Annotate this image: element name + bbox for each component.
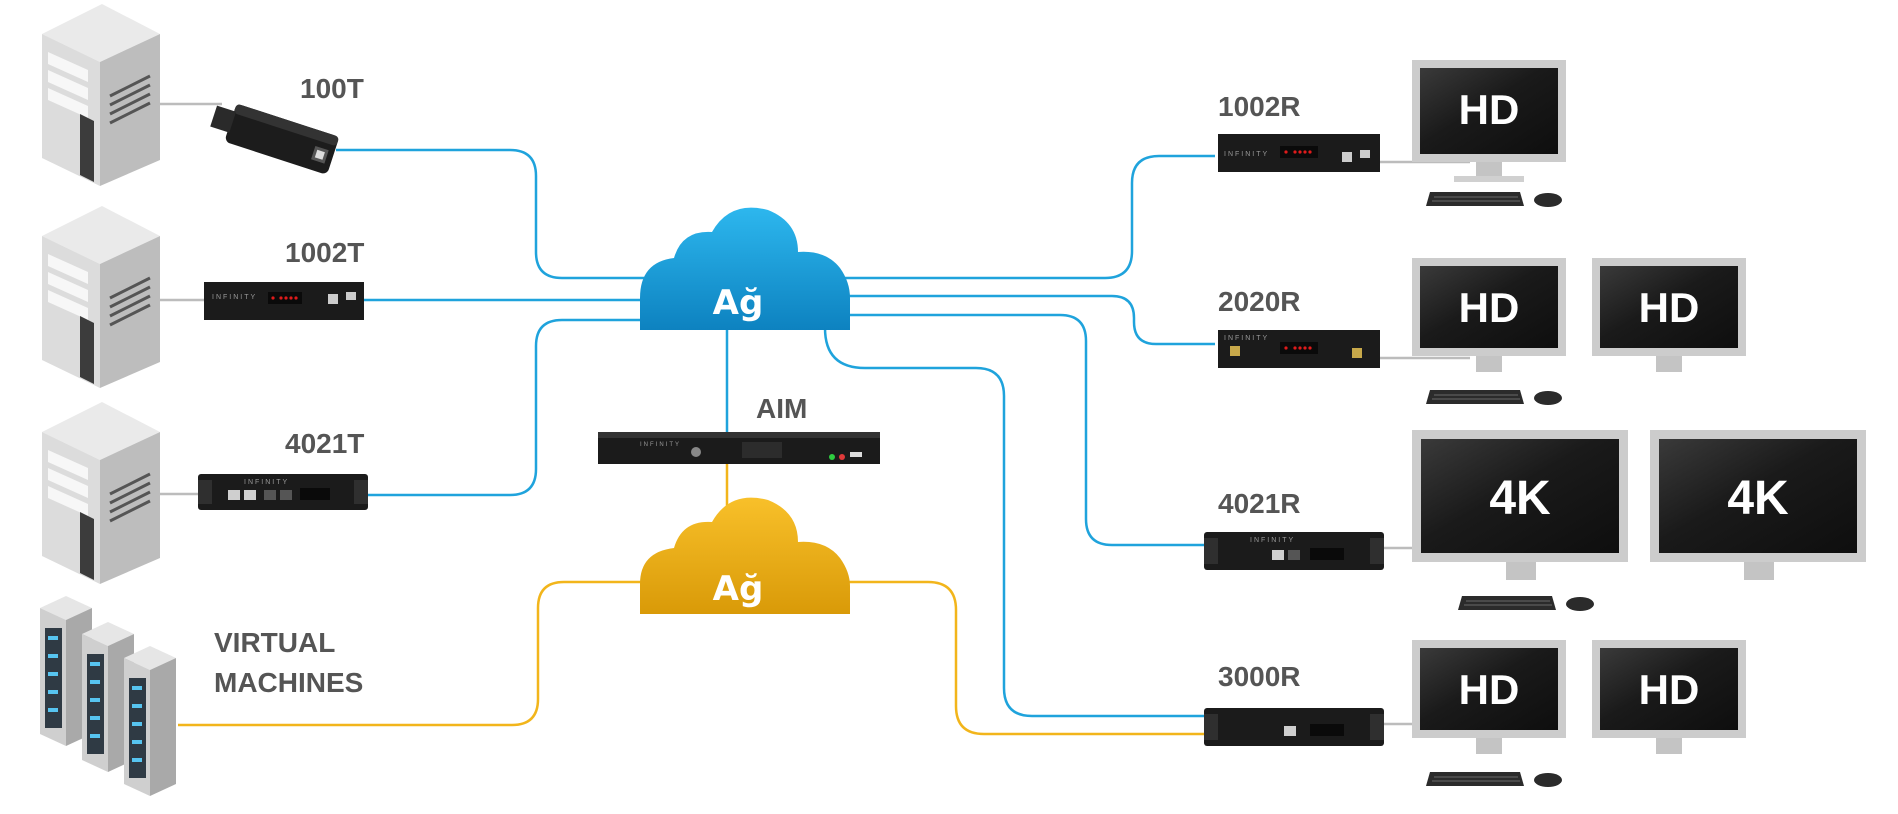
brand-label: INFINITY xyxy=(640,442,681,448)
brand-label: INFINITY xyxy=(1224,151,1269,158)
infinity-unit-icon: INFINITY xyxy=(1218,330,1380,368)
network-links xyxy=(178,148,1215,736)
monitor-icon: 4K xyxy=(1412,430,1628,580)
infinity-unit-icon xyxy=(1204,708,1384,746)
monitor-icon: HD xyxy=(1412,640,1566,754)
virtual-line1: VIRTUAL xyxy=(214,627,335,658)
transmitter-label: 100T xyxy=(300,73,364,104)
infinity-unit-icon: INFINITY xyxy=(204,282,364,320)
link-4021t xyxy=(368,318,650,497)
monitor-icon: HD xyxy=(1412,258,1566,372)
keyboard-icon xyxy=(1425,191,1563,208)
infinity-unit-icon: INFINITY xyxy=(1204,532,1384,570)
link-100t xyxy=(336,148,650,280)
screen-label: HD xyxy=(1459,666,1520,713)
receiver-2020r[interactable]: INFINITY 2020R HD HD xyxy=(1218,258,1746,406)
transmitter-4021t[interactable]: INFINITY 4021T xyxy=(198,428,368,510)
monitor-icon: HD xyxy=(1592,640,1746,754)
cloud-label: Ağ xyxy=(713,283,764,323)
monitor-icon: HD xyxy=(1592,258,1746,372)
rack-unit-icon: INFINITY xyxy=(598,432,880,464)
brand-label: INFINITY xyxy=(1250,537,1295,544)
keyboard-icon xyxy=(1425,389,1563,406)
link-1002r xyxy=(820,154,1215,280)
receiver-label: 4021R xyxy=(1218,488,1301,519)
screen-label: 4K xyxy=(1489,472,1551,525)
screen-label: HD xyxy=(1459,284,1520,331)
keyboard-icon xyxy=(1425,771,1563,788)
cloud-icon xyxy=(640,207,850,330)
receiver-1002r[interactable]: INFINITY 1002R HD xyxy=(1218,60,1566,208)
link-3000r xyxy=(823,327,1204,718)
brand-label: INFINITY xyxy=(1224,335,1269,342)
network-cloud-secondary[interactable]: Ağ xyxy=(640,497,850,614)
brand-label: INFINITY xyxy=(212,294,257,301)
transmitter-label: 4021T xyxy=(285,428,364,459)
receiver-label: 1002R xyxy=(1218,91,1301,122)
receiver-label: 3000R xyxy=(1218,661,1301,692)
receiver-label: 2020R xyxy=(1218,286,1301,317)
server-rack-icon xyxy=(40,596,176,796)
screen-label: HD xyxy=(1639,666,1700,713)
usb-dongle-icon xyxy=(210,104,339,174)
link-2020r xyxy=(838,294,1215,346)
transmitter-label: 1002T xyxy=(285,237,364,268)
link-virtual xyxy=(178,580,650,727)
brand-label: INFINITY xyxy=(244,479,289,486)
aim-label: AIM xyxy=(756,393,807,424)
computer-tower-icon xyxy=(40,2,222,188)
screen-label: 4K xyxy=(1727,472,1789,525)
aim-manager[interactable]: INFINITY AIM xyxy=(598,393,880,464)
transmitter-100t[interactable]: 100T xyxy=(207,73,364,175)
link-3000r-secondary xyxy=(846,580,1204,736)
infinity-unit-icon: INFINITY xyxy=(1218,134,1380,172)
cloud-icon xyxy=(640,497,850,614)
source-computers xyxy=(40,2,222,796)
infinity-unit-icon: INFINITY xyxy=(198,474,368,510)
cloud-label: Ağ xyxy=(713,569,764,609)
computer-tower-icon xyxy=(40,204,204,390)
receiver-4021r[interactable]: INFINITY 4021R 4K 4K xyxy=(1204,430,1866,612)
screen-label: HD xyxy=(1639,284,1700,331)
keyboard-icon xyxy=(1457,595,1595,612)
receiver-3000r[interactable]: 3000R HD HD xyxy=(1204,640,1746,788)
virtual-line2: MACHINES xyxy=(214,667,363,698)
transmitter-1002t[interactable]: INFINITY 1002T xyxy=(204,237,364,320)
computer-tower-icon xyxy=(40,400,198,586)
monitor-icon: 4K xyxy=(1650,430,1866,580)
screen-label: HD xyxy=(1459,86,1520,133)
link-4021r xyxy=(842,313,1204,547)
network-cloud-primary[interactable]: Ağ xyxy=(640,207,850,330)
monitor-icon: HD xyxy=(1412,60,1566,182)
virtual-machines-label: VIRTUAL MACHINES xyxy=(214,627,363,698)
